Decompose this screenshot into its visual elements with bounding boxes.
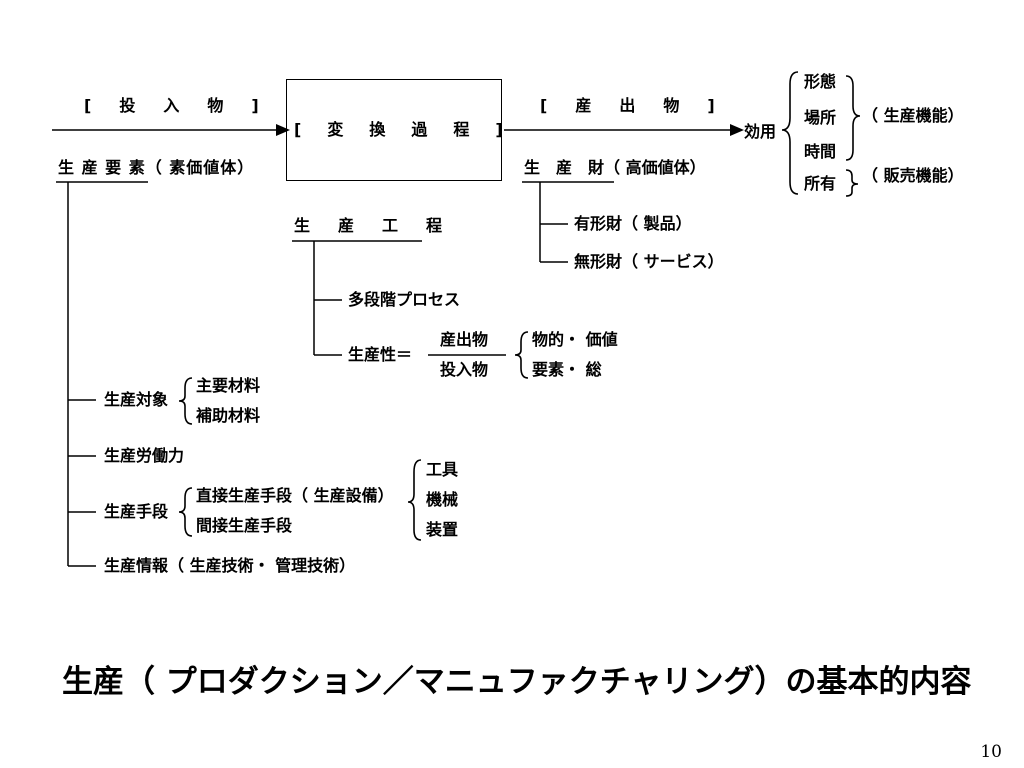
conversion-process-label: [ 変 換 過 程 ]: [294, 120, 508, 139]
means-label: 生産手段: [104, 502, 169, 521]
conversion-process-box: [286, 79, 502, 181]
tangible-goods-label: 有形財（ 製品）: [574, 214, 692, 233]
intangible-goods-label: 無形財（ サービス）: [574, 252, 724, 271]
sales-function-label: （ 販売機能）: [862, 166, 964, 185]
direct-means-label: 直接生産手段（ 生産設備）: [196, 486, 394, 505]
utility-item-form: 形態: [804, 72, 837, 91]
production-process-title: 生 産 工 程: [294, 216, 449, 235]
productivity-numerator: 産出物: [440, 330, 489, 349]
utility-label: 効用: [744, 122, 777, 141]
production-object-label: 生産対象: [104, 390, 169, 409]
page-number: 10: [980, 742, 1002, 762]
productivity-label: 生産性＝: [348, 345, 413, 364]
production-elements-label: 生 産 要 素（ 素価値体）: [58, 158, 255, 177]
productivity-value-type: 物的・ 価値: [532, 330, 618, 349]
equipment-tools: 工具: [426, 460, 459, 479]
utility-item-time: 時間: [804, 142, 837, 161]
equipment-machines: 機械: [426, 490, 459, 509]
production-goods-label: 生 産 財（ 高価値体）: [524, 158, 706, 177]
output-label: [ 産 出 物 ]: [540, 96, 721, 115]
input-label: [ 投 入 物 ]: [84, 96, 265, 115]
productivity-denominator: 投入物: [440, 360, 489, 379]
utility-item-place: 場所: [804, 108, 837, 127]
information-label: 生産情報（ 生産技術・ 管理技術）: [104, 556, 356, 575]
page-title: 生産（ プロダクション／マニュファクチャリング）の基本的内容: [62, 664, 972, 700]
indirect-means-label: 間接生産手段: [196, 516, 293, 535]
multistage-process-label: 多段階プロセス: [348, 290, 461, 309]
productivity-element-type: 要素・ 総: [532, 360, 602, 379]
auxiliary-materials-label: 補助材料: [196, 406, 261, 425]
labor-label: 生産労働力: [104, 446, 185, 465]
main-materials-label: 主要材料: [196, 376, 261, 395]
equipment-devices: 装置: [426, 520, 459, 539]
production-function-label: （ 生産機能）: [862, 106, 964, 125]
utility-item-possession: 所有: [804, 174, 837, 193]
